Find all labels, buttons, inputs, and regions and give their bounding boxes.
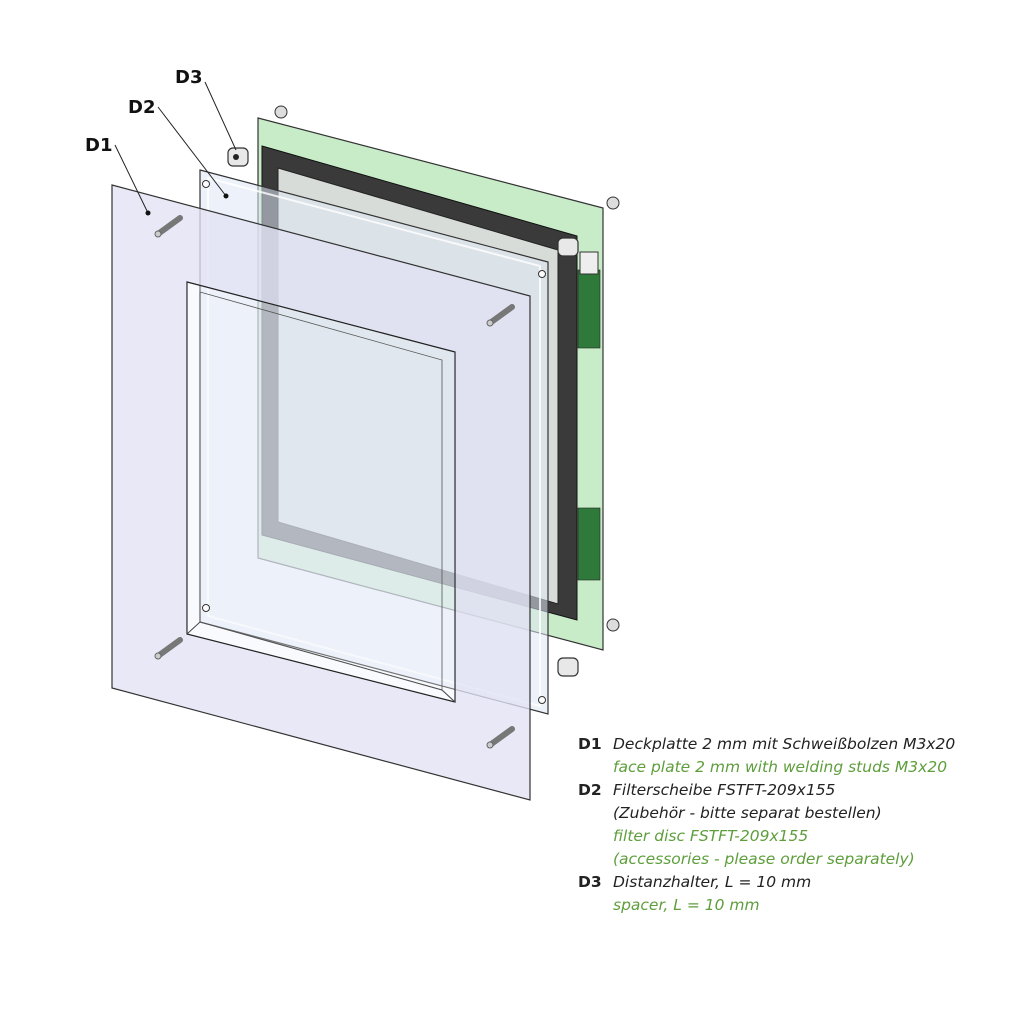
nut bbox=[274, 105, 620, 632]
legend-en: spacer, L = 10 mm bbox=[613, 896, 760, 914]
legend-de: Filterscheibe FSTFT-209x155 bbox=[613, 781, 836, 799]
legend-key: D3 bbox=[578, 873, 602, 891]
legend-de: Distanzhalter, L = 10 mm bbox=[613, 873, 812, 891]
welding-stud bbox=[155, 215, 515, 748]
legend-de: Deckplatte 2 mm mit Schweißbolzen M3x20 bbox=[613, 735, 956, 753]
parts-legend: D1 Deckplatte 2 mm mit Schweißbolzen M3x2… bbox=[578, 733, 955, 917]
legend-en: filter disc FSTFT-209x155 bbox=[613, 827, 809, 845]
legend-key: D2 bbox=[578, 781, 602, 799]
legend-en: (accessories - please order separately) bbox=[613, 850, 915, 868]
pcb-header bbox=[579, 251, 599, 275]
face-plate-window bbox=[186, 281, 456, 703]
legend-key: D1 bbox=[578, 735, 602, 753]
legend-en: face plate 2 mm with welding studs M3x20 bbox=[613, 758, 948, 776]
legend-de: (Zubehör - bitte separat bestellen) bbox=[613, 804, 882, 822]
label-d2: D2 bbox=[128, 97, 156, 118]
label-d1: D1 bbox=[85, 135, 113, 156]
label-d3: D3 bbox=[175, 67, 203, 88]
